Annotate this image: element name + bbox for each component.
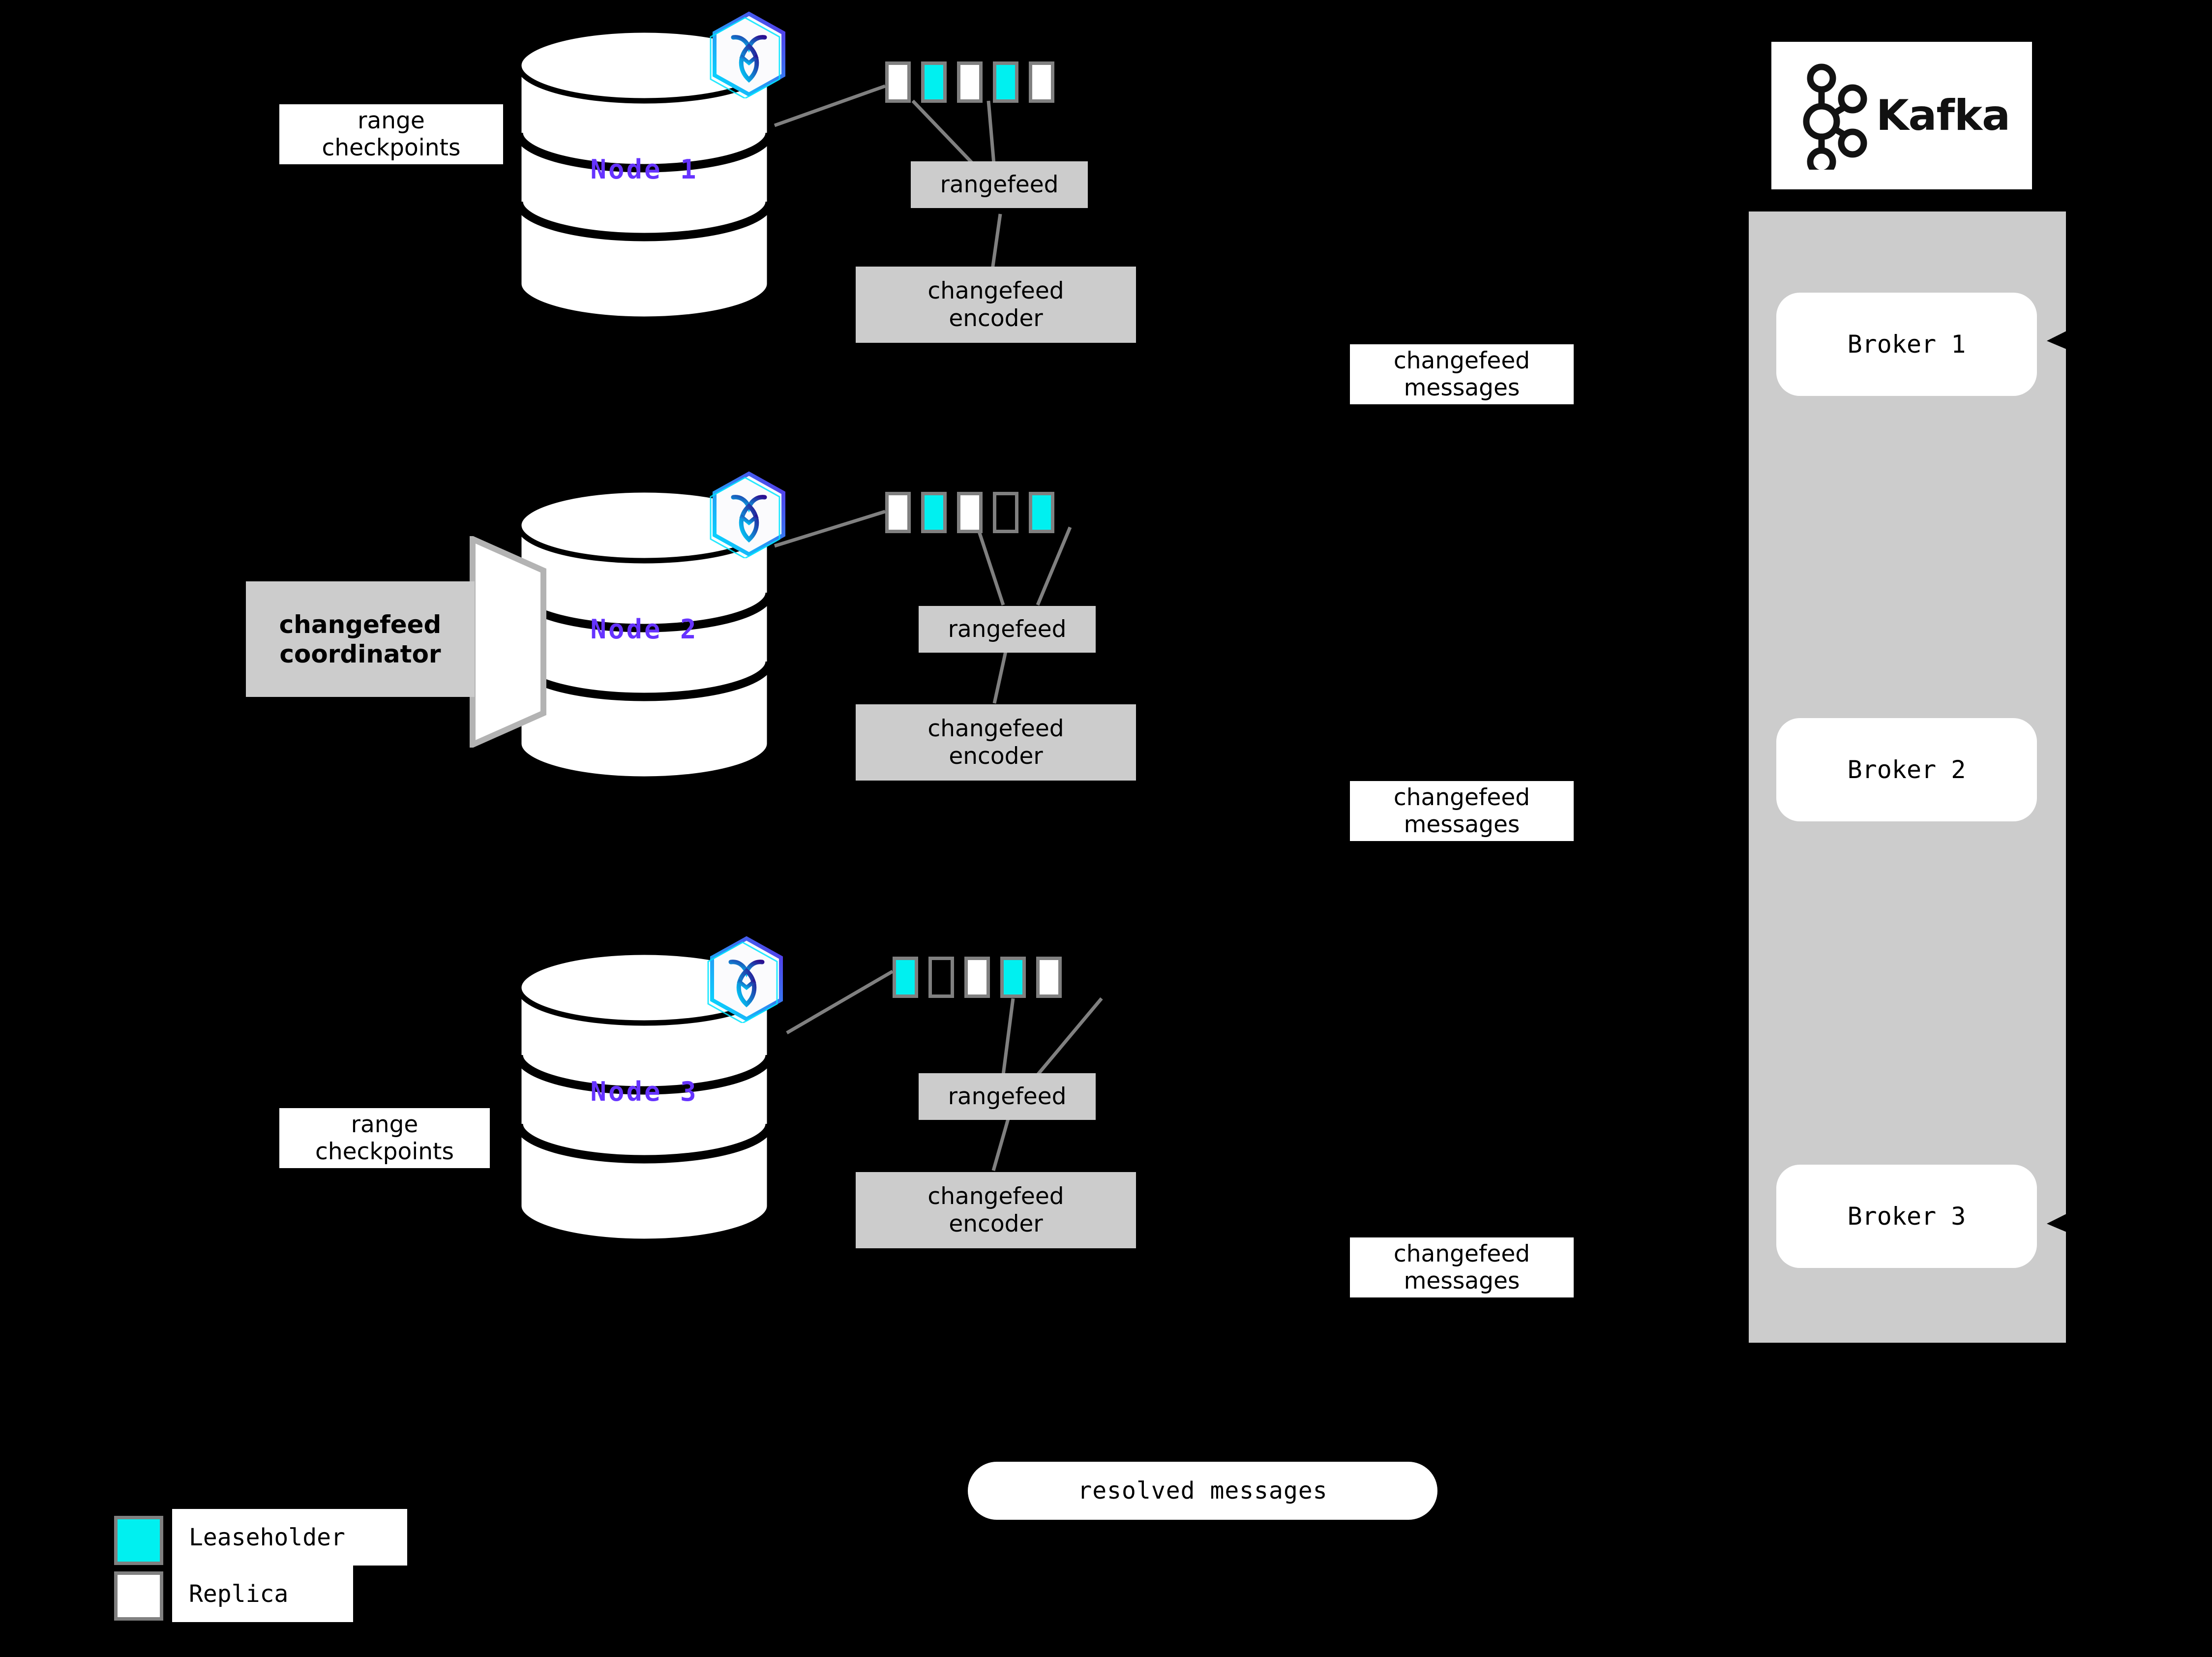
broker-1-label: Broker 1: [1847, 330, 1966, 359]
legend-label-leaseholder: Leaseholder: [172, 1509, 407, 1566]
node-2-rangefeed-label: rangefeed: [948, 615, 1067, 643]
connector-node3-range3-rangefeed: [1001, 998, 1015, 1075]
changefeed-coordinator-box[interactable]: changefeed coordinator: [246, 581, 475, 697]
node-3-range-checkpoints-callout: range checkpoints: [279, 1108, 490, 1168]
legend-text-replica: Replica: [189, 1580, 289, 1608]
node-3-messages-line2: messages: [1404, 1267, 1520, 1295]
node-3-encoder-label-line1: changefeed: [927, 1183, 1064, 1210]
node-2-cylinder-group: Node 2: [514, 487, 775, 782]
node-1-changefeed-messages-label: changefeed messages: [1350, 344, 1574, 404]
resolved-messages-pill[interactable]: resolved messages: [968, 1462, 1437, 1520]
node-3-ranges: [893, 957, 1062, 998]
node-1-messages-line2: messages: [1404, 374, 1520, 402]
node-1-range-checkpoints-callout: range checkpoints: [279, 104, 503, 164]
range-box-empty[interactable]: [928, 957, 954, 998]
broker-3-label: Broker 3: [1847, 1202, 1966, 1231]
connector-node2-range4-rangefeed: [1036, 526, 1072, 606]
node-1-changefeed-encoder-box[interactable]: changefeed encoder: [856, 267, 1136, 343]
range-box-replica[interactable]: [1029, 61, 1054, 103]
node-3-rangefeed-label: rangefeed: [948, 1083, 1067, 1110]
node-2-encoder-label-line1: changefeed: [927, 715, 1064, 743]
range-box-leaseholder[interactable]: [893, 957, 918, 998]
kafka-wordmark: Kafka: [1876, 91, 2010, 140]
range-box-empty[interactable]: [993, 492, 1018, 533]
connector-node1-range: [774, 84, 886, 127]
connector-node2-rangefeed-encoder: [992, 649, 1008, 704]
connector-node1-rangefeed-encoder: [990, 213, 1002, 270]
node-1-encoder-label-line2: encoder: [949, 304, 1043, 332]
coordinator-label-line2: coordinator: [279, 639, 441, 668]
node-3-changefeed-messages-label: changefeed messages: [1350, 1237, 1574, 1297]
connector-node1-range2-rangefeed: [986, 100, 996, 170]
legend-swatch-leaseholder: [114, 1516, 163, 1565]
cockroachdb-logo-icon: [707, 934, 786, 1023]
connector-node1-range-rangefeed: [911, 99, 980, 171]
broker-2[interactable]: Broker 2: [1776, 718, 2037, 821]
connector-node3-rangefeed-encoder: [991, 1118, 1010, 1171]
database-cylinder-icon: [514, 487, 774, 782]
range-box-replica[interactable]: [885, 61, 911, 103]
range-box-replica[interactable]: [964, 957, 990, 998]
range-box-replica[interactable]: [1036, 957, 1062, 998]
range-box-replica[interactable]: [885, 492, 911, 533]
connector-node2-range2-rangefeed: [976, 526, 1005, 606]
legend-label-replica: Replica: [172, 1566, 353, 1622]
node-1-encoder-label-line1: changefeed: [927, 277, 1064, 305]
node-3-callout-line1: range: [351, 1111, 418, 1138]
node-3-changefeed-encoder-box[interactable]: changefeed encoder: [856, 1172, 1136, 1248]
node-3-callout-line2: checkpoints: [315, 1138, 454, 1166]
node-2-messages-line1: changefeed: [1393, 784, 1530, 811]
kafka-logo: Kafka: [1771, 42, 2032, 189]
range-box-leaseholder[interactable]: [1000, 957, 1026, 998]
connector-node2-range: [774, 510, 886, 548]
range-box-leaseholder[interactable]: [1029, 492, 1054, 533]
node-1-callout-line1: range: [358, 107, 425, 134]
node-1-rangefeed-label: rangefeed: [940, 171, 1059, 198]
node-2-encoder-label-line2: encoder: [949, 742, 1043, 770]
node-2-changefeed-messages-label: changefeed messages: [1350, 781, 1574, 841]
range-box-replica[interactable]: [957, 492, 983, 533]
node-3-rangefeed-box[interactable]: rangefeed: [919, 1073, 1096, 1120]
connector-node3-range: [786, 969, 894, 1035]
range-box-leaseholder[interactable]: [993, 61, 1018, 103]
kafka-logo-icon: [1803, 63, 1867, 170]
node-1-rangefeed-box[interactable]: rangefeed: [911, 161, 1088, 208]
cockroachdb-logo-icon: [710, 10, 788, 98]
node-2-rangefeed-box[interactable]: rangefeed: [919, 606, 1096, 653]
coordinator-arrow: [470, 536, 546, 748]
node-2-ranges: [885, 492, 1054, 533]
node-2-changefeed-encoder-box[interactable]: changefeed encoder: [856, 704, 1136, 781]
node-3-encoder-label-line2: encoder: [949, 1210, 1043, 1237]
range-box-leaseholder[interactable]: [921, 492, 947, 533]
broker-2-label: Broker 2: [1847, 755, 1966, 784]
legend-text-leaseholder: Leaseholder: [189, 1523, 345, 1551]
database-cylinder-icon: [514, 27, 774, 322]
legend-swatch-replica: [114, 1571, 163, 1621]
node-1-ranges: [885, 61, 1054, 103]
range-box-leaseholder[interactable]: [921, 61, 947, 103]
node-1-callout-line2: checkpoints: [322, 134, 461, 162]
node-1-cylinder-group: Node 1: [514, 27, 775, 322]
broker-3[interactable]: Broker 3: [1776, 1165, 2037, 1268]
resolved-messages-label: resolved messages: [1077, 1477, 1328, 1505]
broker-3-inbound-arrow: [2047, 1211, 2072, 1235]
connector-node3-range5-rangefeed: [1036, 997, 1103, 1076]
broker-1-inbound-arrow: [2047, 328, 2072, 352]
node-2-messages-line2: messages: [1404, 811, 1520, 839]
node-3-messages-line1: changefeed: [1393, 1240, 1530, 1267]
range-box-replica[interactable]: [957, 61, 983, 103]
broker-1[interactable]: Broker 1: [1776, 293, 2037, 396]
coordinator-label-line1: changefeed: [279, 610, 442, 639]
cockroachdb-logo-icon: [710, 470, 788, 558]
node-1-messages-line1: changefeed: [1393, 347, 1530, 374]
